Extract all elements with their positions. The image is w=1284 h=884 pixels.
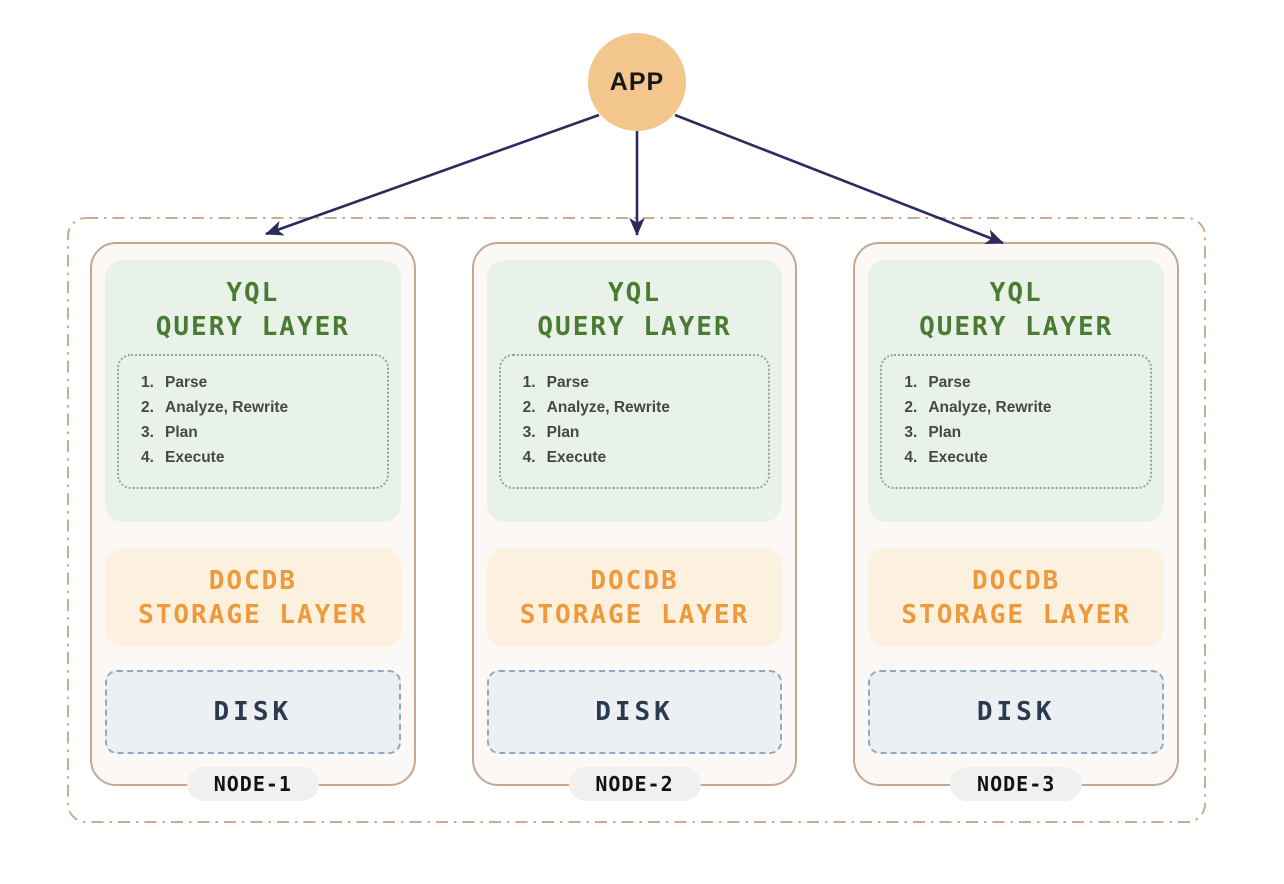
yql-query-layer-box: YQL QUERY LAYER 1. Parse 2. Analyze, Rew…: [868, 260, 1165, 522]
step-label: Plan: [928, 424, 962, 441]
query-layer-title: YQL QUERY LAYER: [487, 276, 783, 344]
step-label: Plan: [546, 424, 580, 441]
query-layer-title-line1: YQL: [989, 278, 1043, 308]
step-label: Analyze, Rewrite: [546, 399, 670, 416]
query-step: 3. Plan: [898, 420, 1142, 445]
yql-query-layer-box: YQL QUERY LAYER 1. Parse 2. Analyze, Rew…: [105, 260, 401, 522]
disk-box: DISK: [486, 670, 783, 754]
arrow-app-to-node-1: [265, 113, 600, 236]
storage-layer-title: DOCDB STORAGE LAYER: [487, 564, 783, 632]
step-number: 2.: [141, 399, 154, 416]
node-card-2: YQL QUERY LAYER 1. Parse 2. Analyze, Rew…: [471, 242, 798, 801]
step-number: 2.: [904, 399, 918, 416]
disk-label: DISK: [976, 697, 1056, 727]
storage-layer-title-line1: DOCDB: [208, 565, 297, 596]
query-layer-title: YQL QUERY LAYER: [868, 276, 1164, 344]
step-label: Analyze, Rewrite: [928, 399, 1052, 416]
disk-box: DISK: [105, 670, 401, 754]
cluster-container: YQL QUERY LAYER 1. Parse 2. Analyze, Rew…: [68, 218, 1205, 822]
query-step: 4. Execute: [517, 445, 761, 470]
node-badge: NODE-1: [186, 767, 319, 801]
storage-layer-title-line1: DOCDB: [972, 565, 1061, 596]
query-step: 2. Analyze, Rewrite: [517, 395, 761, 420]
step-number: 3.: [522, 424, 536, 441]
step-label: Execute: [165, 449, 225, 466]
node-badge: NODE-2: [568, 767, 701, 801]
step-number: 1.: [522, 374, 536, 391]
step-label: Execute: [928, 449, 988, 466]
yql-query-layer-box: YQL QUERY LAYER 1. Parse 2. Analyze, Rew…: [486, 260, 783, 522]
query-steps-box: 1. Parse 2. Analyze, Rewrite 3. Plan 4. …: [498, 354, 771, 489]
step-number: 3.: [141, 424, 154, 441]
step-number: 4.: [904, 449, 918, 466]
query-step: 4. Execute: [135, 445, 379, 470]
storage-layer-title: DOCDB STORAGE LAYER: [105, 564, 401, 632]
disk-label: DISK: [213, 697, 293, 727]
step-label: Plan: [165, 424, 198, 441]
step-label: Parse: [165, 374, 208, 391]
query-layer-title-line1: YQL: [608, 278, 661, 308]
query-layer-title: YQL QUERY LAYER: [105, 276, 401, 344]
disk-box: DISK: [868, 670, 1165, 754]
storage-layer-title-line2: STORAGE LAYER: [138, 599, 368, 630]
step-number: 2.: [522, 399, 536, 416]
step-label: Analyze, Rewrite: [165, 399, 289, 416]
step-number: 3.: [904, 424, 918, 441]
query-step: 2. Analyze, Rewrite: [135, 395, 379, 420]
storage-layer-title-line1: DOCDB: [590, 565, 679, 596]
query-layer-title-line2: QUERY LAYER: [537, 312, 732, 342]
step-number: 1.: [904, 374, 918, 391]
query-step: 4. Execute: [898, 445, 1142, 470]
node-badge: NODE-3: [950, 767, 1083, 801]
storage-layer-title: DOCDB STORAGE LAYER: [868, 564, 1164, 632]
query-steps-box: 1. Parse 2. Analyze, Rewrite 3. Plan 4. …: [117, 354, 389, 489]
docdb-storage-layer-box: DOCDB STORAGE LAYER: [105, 548, 401, 647]
query-step: 1. Parse: [517, 370, 761, 395]
query-steps-box: 1. Parse 2. Analyze, Rewrite 3. Plan 4. …: [880, 354, 1153, 489]
step-number: 1.: [141, 374, 154, 391]
docdb-storage-layer-box: DOCDB STORAGE LAYER: [868, 548, 1165, 647]
step-number: 4.: [141, 449, 154, 466]
query-step: 3. Plan: [135, 420, 379, 445]
query-step: 1. Parse: [898, 370, 1142, 395]
app-label: APP: [609, 67, 665, 96]
query-layer-title-line1: YQL: [226, 278, 280, 308]
query-layer-title-line2: QUERY LAYER: [919, 312, 1114, 342]
app-node: APP: [588, 33, 686, 131]
query-step: 3. Plan: [517, 420, 761, 445]
storage-layer-title-line2: STORAGE LAYER: [519, 599, 750, 630]
step-label: Execute: [546, 449, 607, 466]
query-step: 1. Parse: [135, 370, 379, 395]
disk-label: DISK: [595, 697, 674, 727]
query-layer-title-line2: QUERY LAYER: [155, 312, 350, 342]
query-step: 2. Analyze, Rewrite: [898, 395, 1142, 420]
node-card-3: YQL QUERY LAYER 1. Parse 2. Analyze, Rew…: [853, 242, 1180, 801]
step-label: Parse: [546, 374, 589, 391]
step-label: Parse: [928, 374, 971, 391]
node-card-1: YQL QUERY LAYER 1. Parse 2. Analyze, Rew…: [90, 242, 416, 801]
docdb-storage-layer-box: DOCDB STORAGE LAYER: [486, 548, 783, 647]
step-number: 4.: [522, 449, 536, 466]
storage-layer-title-line2: STORAGE LAYER: [901, 599, 1131, 630]
